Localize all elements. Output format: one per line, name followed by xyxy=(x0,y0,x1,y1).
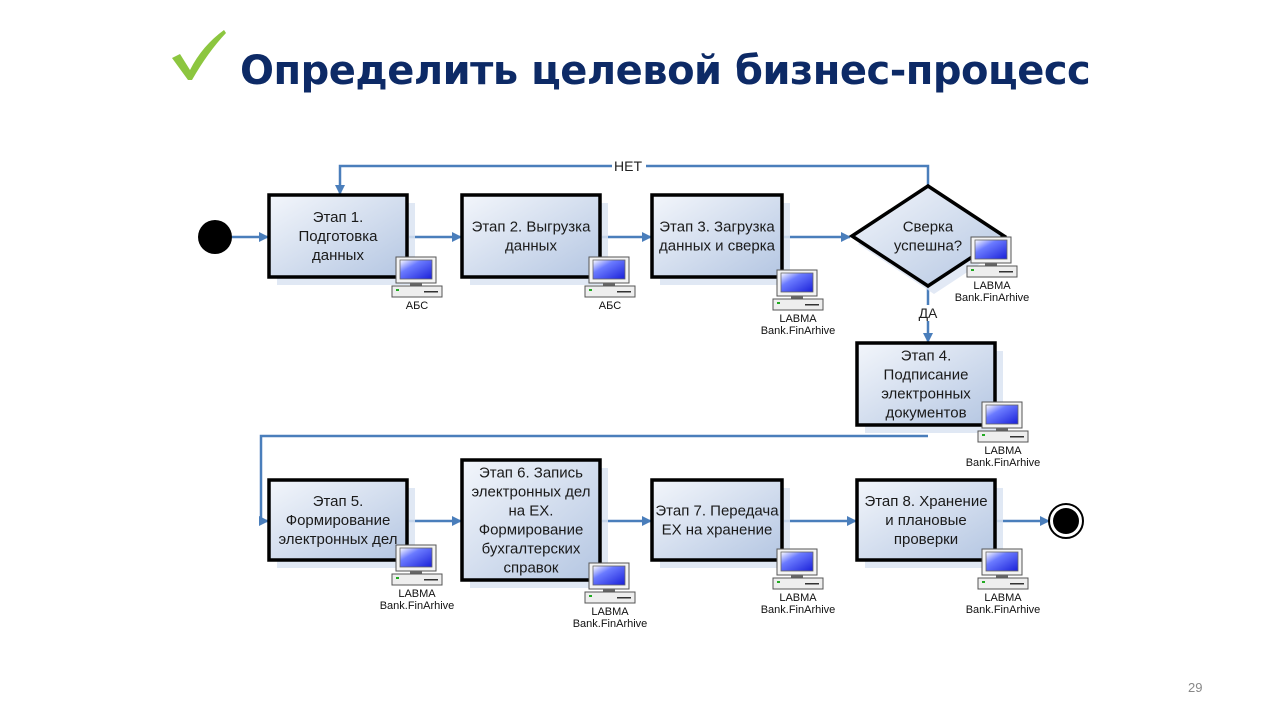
computer-icon xyxy=(584,562,636,604)
step-label-line: успешна? xyxy=(894,238,962,255)
step-label-line: Этап 7. Передача xyxy=(655,503,779,520)
step-label-line: Формирование xyxy=(286,512,391,529)
system-label: LABMA xyxy=(973,280,1011,292)
computer-icon xyxy=(966,236,1018,278)
step-label-line: данных xyxy=(312,247,364,264)
system-label: АБС xyxy=(599,300,621,312)
computer-icon xyxy=(977,548,1029,590)
system-label: Bank.FinArhive xyxy=(380,600,455,612)
step-label-line: бухгалтерских xyxy=(482,541,581,558)
system-label: АБС xyxy=(406,300,428,312)
step-s7: Этап 7. Передача EX на хранениеLABMABank.… xyxy=(650,478,836,616)
computer-icon xyxy=(772,548,824,590)
system-label: LABMA xyxy=(591,606,629,618)
edge-label-d1-s4: ДА xyxy=(919,305,938,321)
system-label: Bank.FinArhive xyxy=(966,457,1041,469)
system-label: LABMA xyxy=(779,592,817,604)
system-label: LABMA xyxy=(984,445,1022,457)
start-node xyxy=(198,220,232,254)
system-label: Bank.FinArhive xyxy=(573,618,648,630)
step-label-line: и плановые xyxy=(885,512,966,529)
step-label-line: Подписание xyxy=(884,367,969,384)
step-label-line: документов xyxy=(885,405,966,422)
checkmark-icon xyxy=(172,30,226,80)
step-label-line: электронных дел xyxy=(471,484,590,501)
system-label: Bank.FinArhive xyxy=(955,292,1030,304)
step-label-line: электронных xyxy=(881,386,971,403)
step-label-line: данных xyxy=(505,238,557,255)
step-s4: Этап 4. Подписание электронных документовLA… xyxy=(855,341,1041,469)
edge-label-bg xyxy=(612,157,646,173)
system-label: Bank.FinArhive xyxy=(761,325,836,337)
step-label-line: проверки xyxy=(894,531,958,548)
slide-title: Определить целевой бизнес-процесс xyxy=(240,48,1091,94)
step-s8: Этап 8. Хранение и плановые проверкиLABMAB… xyxy=(855,478,1041,616)
step-label-line: на EX. xyxy=(509,503,554,520)
step-label-line: Этап 3. Загрузка xyxy=(659,219,775,236)
end-node xyxy=(1053,508,1079,534)
edge-s4-s5 xyxy=(259,434,928,526)
system-label: Bank.FinArhive xyxy=(966,604,1041,616)
computer-icon xyxy=(391,256,443,298)
computer-icon xyxy=(977,401,1029,443)
computer-icon xyxy=(584,256,636,298)
system-label: LABMA xyxy=(779,313,817,325)
edge-label-bg xyxy=(914,305,942,321)
step-label-line: Сверка xyxy=(903,219,954,236)
step-label-line: Этап 4. xyxy=(901,348,952,365)
computer-icon xyxy=(391,544,443,586)
step-s6: Этап 6. Запись электронных дел на EX. Форми… xyxy=(460,458,648,630)
step-label-line: Подготовка xyxy=(299,228,379,245)
step-label-line: Этап 2. Выгрузка xyxy=(472,219,591,236)
step-label-line: Формирование xyxy=(479,522,584,539)
system-label: LABMA xyxy=(984,592,1022,604)
step-label-line: EX на хранение xyxy=(662,522,773,539)
step-s5: Этап 5. Формирование электронных делLABMAB… xyxy=(267,478,455,612)
step-label-line: Этап 8. Хранение xyxy=(864,493,987,510)
step-label-line: справок xyxy=(503,560,558,577)
step-label-line: Этап 5. xyxy=(313,493,364,510)
step-s3: Этап 3. Загрузка данных и сверкаLABMABank… xyxy=(650,193,836,337)
system-label: Bank.FinArhive xyxy=(761,604,836,616)
page-number: 29 xyxy=(1188,680,1203,695)
system-label: LABMA xyxy=(398,588,436,600)
step-label-line: электронных дел xyxy=(278,531,397,548)
step-label-line: Этап 6. Запись xyxy=(479,465,583,482)
step-label-line: данных и сверка xyxy=(659,238,776,255)
step-label-line: Этап 1. xyxy=(313,209,364,226)
edge-label-d1-s1: НЕТ xyxy=(614,158,642,174)
computer-icon xyxy=(772,269,824,311)
